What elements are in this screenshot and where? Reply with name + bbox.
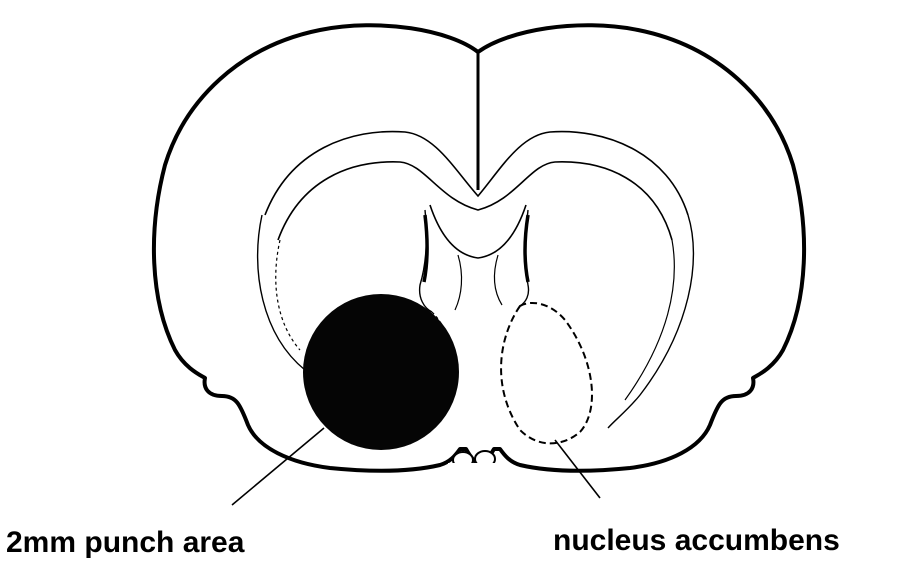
punch-area-circle xyxy=(303,294,459,450)
punch-area-label: 2mm punch area xyxy=(6,528,244,558)
optic-chiasm-cover xyxy=(448,463,500,475)
nucleus-accumbens-label: nucleus accumbens xyxy=(553,526,840,556)
